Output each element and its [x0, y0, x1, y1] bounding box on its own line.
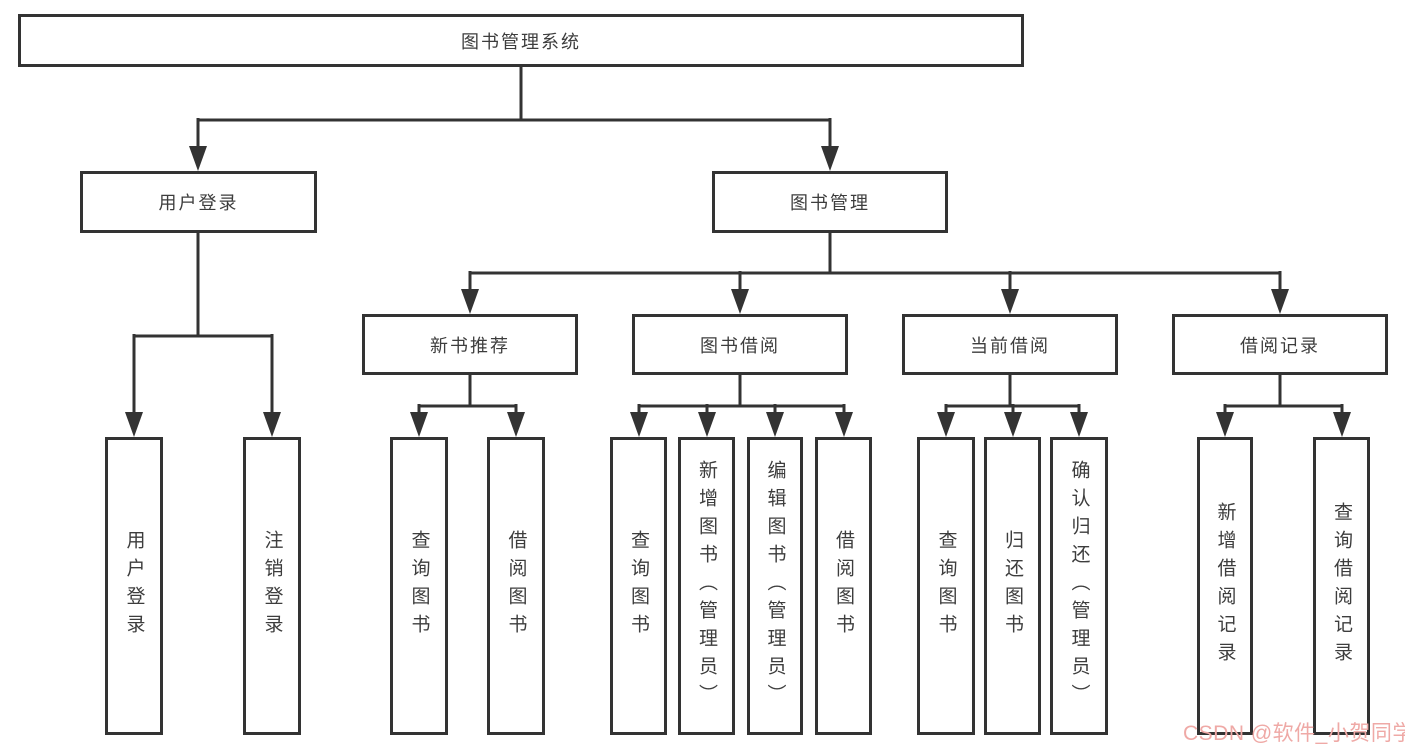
node-bb-query-book: 查询图书 — [610, 437, 667, 735]
node-book-borrow-label: 图书借阅 — [700, 335, 780, 356]
node-root: 图书管理系统 — [18, 14, 1024, 67]
node-nbr-borrow-book: 借阅图书 — [487, 437, 545, 735]
node-br-add-record-label: 新增借阅记录 — [1214, 502, 1236, 670]
arrowhead-icons — [125, 146, 1351, 437]
node-br-add-record: 新增借阅记录 — [1197, 437, 1253, 735]
node-bb-query-book-label: 查询图书 — [628, 530, 649, 642]
node-current-borrow: 当前借阅 — [902, 314, 1118, 375]
node-new-book-recommend: 新书推荐 — [362, 314, 578, 375]
node-cb-query-book: 查询图书 — [917, 437, 975, 735]
node-book-management: 图书管理 — [712, 171, 948, 233]
node-current-borrow-label: 当前借阅 — [970, 335, 1050, 356]
node-leaf-logout-label: 注销登录 — [261, 530, 283, 642]
node-cb-confirm-return-label: 确认归还（管理员） — [1068, 460, 1090, 712]
node-leaf-logout: 注销登录 — [243, 437, 301, 735]
node-cb-query-book-label: 查询图书 — [935, 530, 957, 642]
node-new-book-recommend-label: 新书推荐 — [430, 335, 510, 356]
node-root-label: 图书管理系统 — [461, 31, 581, 52]
node-bb-add-book-label: 新增图书（管理员） — [696, 460, 717, 712]
node-bb-add-book: 新增图书（管理员） — [678, 437, 735, 735]
node-user-login: 用户登录 — [80, 171, 317, 233]
node-bb-borrow-book: 借阅图书 — [815, 437, 872, 735]
node-book-borrow: 图书借阅 — [632, 314, 848, 375]
node-br-query-record: 查询借阅记录 — [1313, 437, 1370, 735]
node-nbr-query-book: 查询图书 — [390, 437, 448, 735]
node-leaf-user-login: 用户登录 — [105, 437, 163, 735]
node-br-query-record-label: 查询借阅记录 — [1331, 502, 1352, 670]
node-nbr-borrow-book-label: 借阅图书 — [505, 530, 527, 642]
node-bb-edit-book-label: 编辑图书（管理员） — [764, 460, 786, 712]
node-bb-edit-book: 编辑图书（管理员） — [747, 437, 803, 735]
node-bb-borrow-book-label: 借阅图书 — [833, 530, 854, 642]
node-borrow-records: 借阅记录 — [1172, 314, 1388, 375]
node-cb-return-book-label: 归还图书 — [1002, 530, 1023, 642]
node-book-management-label: 图书管理 — [790, 193, 870, 213]
node-user-login-label: 用户登录 — [158, 193, 239, 213]
node-cb-return-book: 归还图书 — [984, 437, 1041, 735]
tree-edges — [132, 66, 1344, 415]
node-cb-confirm-return: 确认归还（管理员） — [1050, 437, 1108, 735]
watermark: CSDN @软件_小贺同学 — [1183, 722, 1405, 745]
node-leaf-user-login-label: 用户登录 — [123, 530, 145, 642]
node-nbr-query-book-label: 查询图书 — [408, 530, 430, 642]
node-borrow-records-label: 借阅记录 — [1240, 335, 1320, 356]
